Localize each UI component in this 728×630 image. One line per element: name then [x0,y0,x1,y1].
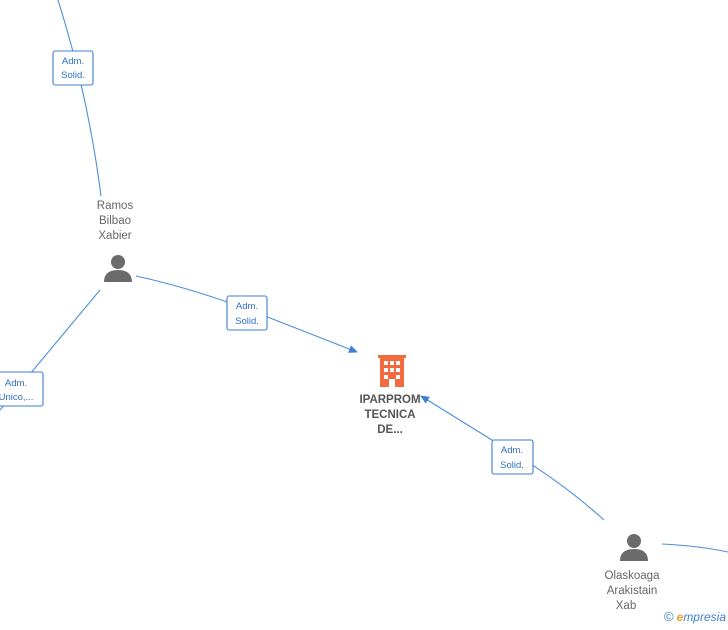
logo-text: mpresia [683,609,726,624]
edge-label-olaskoaga-company-line1: Adm. [501,445,523,456]
empresia-logo: empresia [677,610,726,624]
edge-label-ramos-company[interactable]: Adm. Solid. [226,295,268,331]
edge-label-ramos-company-line1: Adm. [236,301,258,312]
person-icon [104,255,132,282]
company-name-line2: TECNICA [364,409,415,421]
person-ramos-name-line1: Ramos [97,200,134,212]
edge-label-olaskoaga-company-line2: Solid. [500,460,524,471]
edge-label-left[interactable]: Adm. Unico,... [0,371,44,407]
person-node-ramos[interactable]: Ramos Bilbao Xabier [97,200,134,282]
empresia-watermark: © empresia [664,609,726,624]
edge-label-olaskoaga-company[interactable]: Adm. Solid. [491,439,534,475]
person-olaskoaga-name-line2: Arakistain [607,585,658,597]
edge-label-top-line1: Adm. [62,56,84,67]
person-ramos-name-line3: Xabier [98,230,131,242]
copyright-symbol: © [664,609,674,624]
company-name-line3: DE... [377,424,403,436]
edge-label-top-line2: Solid. [61,70,85,81]
edge-label-left-line2: Unico,... [0,392,33,403]
company-node-iparprom[interactable]: IPARPROM TECNICA DE... [359,355,421,436]
logo-initial: e [676,609,684,624]
edge-label-left-line1: Adm. [5,378,27,389]
person-olaskoaga-name-line1: Olaskoaga [605,570,661,582]
edge-label-top[interactable]: Adm. Solid. [52,50,94,86]
edge-top-to-ramos [57,0,102,197]
company-name-line1: IPARPROM [359,394,420,406]
person-ramos-name-line2: Bilbao [99,215,131,227]
edge-label-ramos-company-line2: Solid. [235,316,259,327]
person-olaskoaga-name-line3: Xab [616,600,636,612]
building-icon [378,355,406,387]
edge-olaskoaga-to-right [661,543,728,553]
person-icon [620,534,648,561]
person-node-olaskoaga[interactable]: Olaskoaga Arakistain Xab [605,534,661,612]
